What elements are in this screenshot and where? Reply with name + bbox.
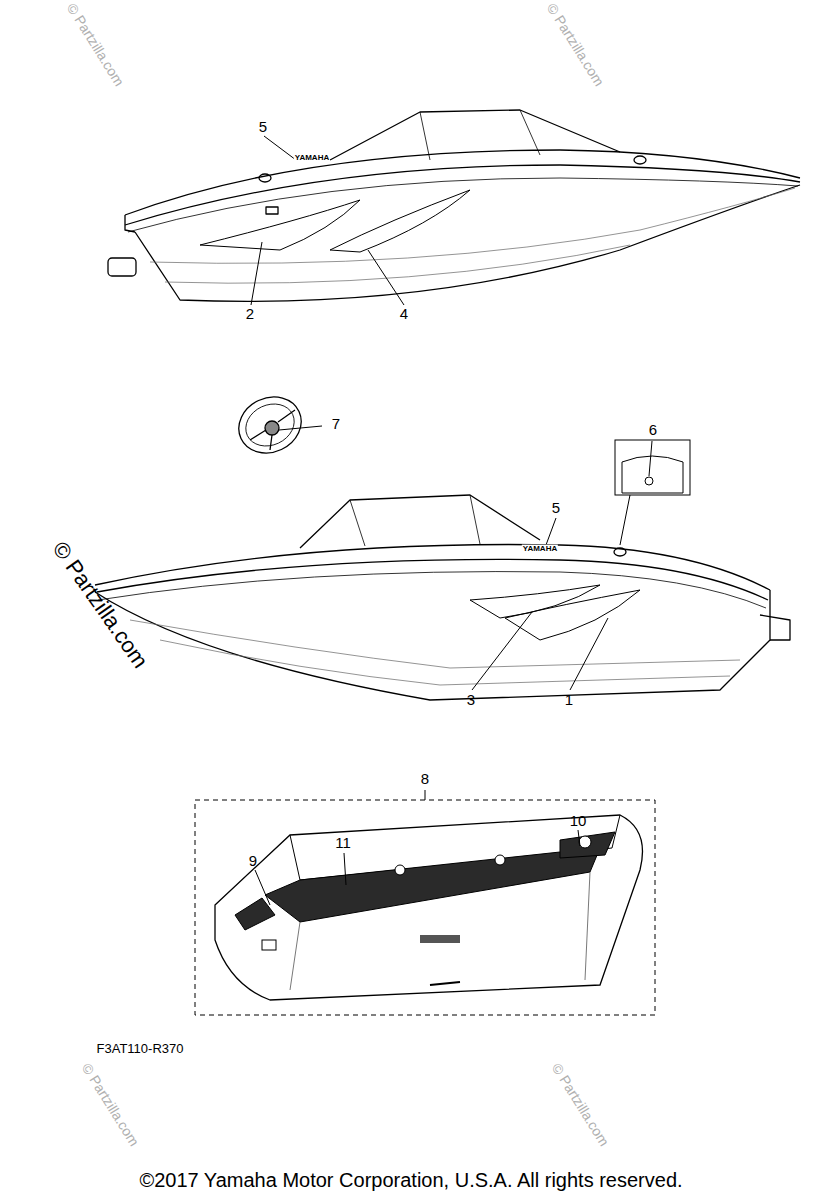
drawing-code: F3AT110-R370: [97, 1042, 184, 1056]
callout-number: 8: [421, 771, 429, 788]
callout-number: 10: [570, 813, 587, 830]
callout-number: 1: [565, 692, 573, 709]
callout-number: 5: [552, 500, 560, 517]
callout-number: 5: [259, 119, 267, 136]
inset-console: [615, 440, 690, 545]
callout-number: 2: [246, 306, 254, 323]
callout-number: 6: [649, 422, 657, 439]
watermark: © Partzilla.com: [78, 1061, 141, 1149]
callout-number: 3: [467, 692, 475, 709]
watermark: © Partzilla.com: [48, 537, 153, 672]
top-leaders: [251, 136, 404, 305]
callout-number: 11: [335, 835, 351, 852]
logo-text: YAMAHA: [294, 154, 330, 163]
top-boat: [108, 110, 800, 301]
callout-number: 9: [249, 853, 257, 870]
watermark: © Partzilla.com: [63, 1, 126, 89]
middle-leaders: [472, 441, 652, 690]
watermark: © Partzilla.com: [548, 1061, 611, 1149]
callout-number: 7: [332, 416, 340, 433]
middle-boat: [95, 495, 790, 700]
watermark: © Partzilla.com: [543, 1, 606, 89]
deck-set: [195, 790, 655, 1015]
logo-text: YAMAHA: [522, 545, 558, 554]
deck-leaders: [255, 830, 580, 905]
callout-number: 4: [400, 306, 408, 323]
copyright-caption: ©2017 Yamaha Motor Corporation, U.S.A. A…: [139, 1169, 682, 1191]
steering-wheel: [230, 387, 322, 463]
